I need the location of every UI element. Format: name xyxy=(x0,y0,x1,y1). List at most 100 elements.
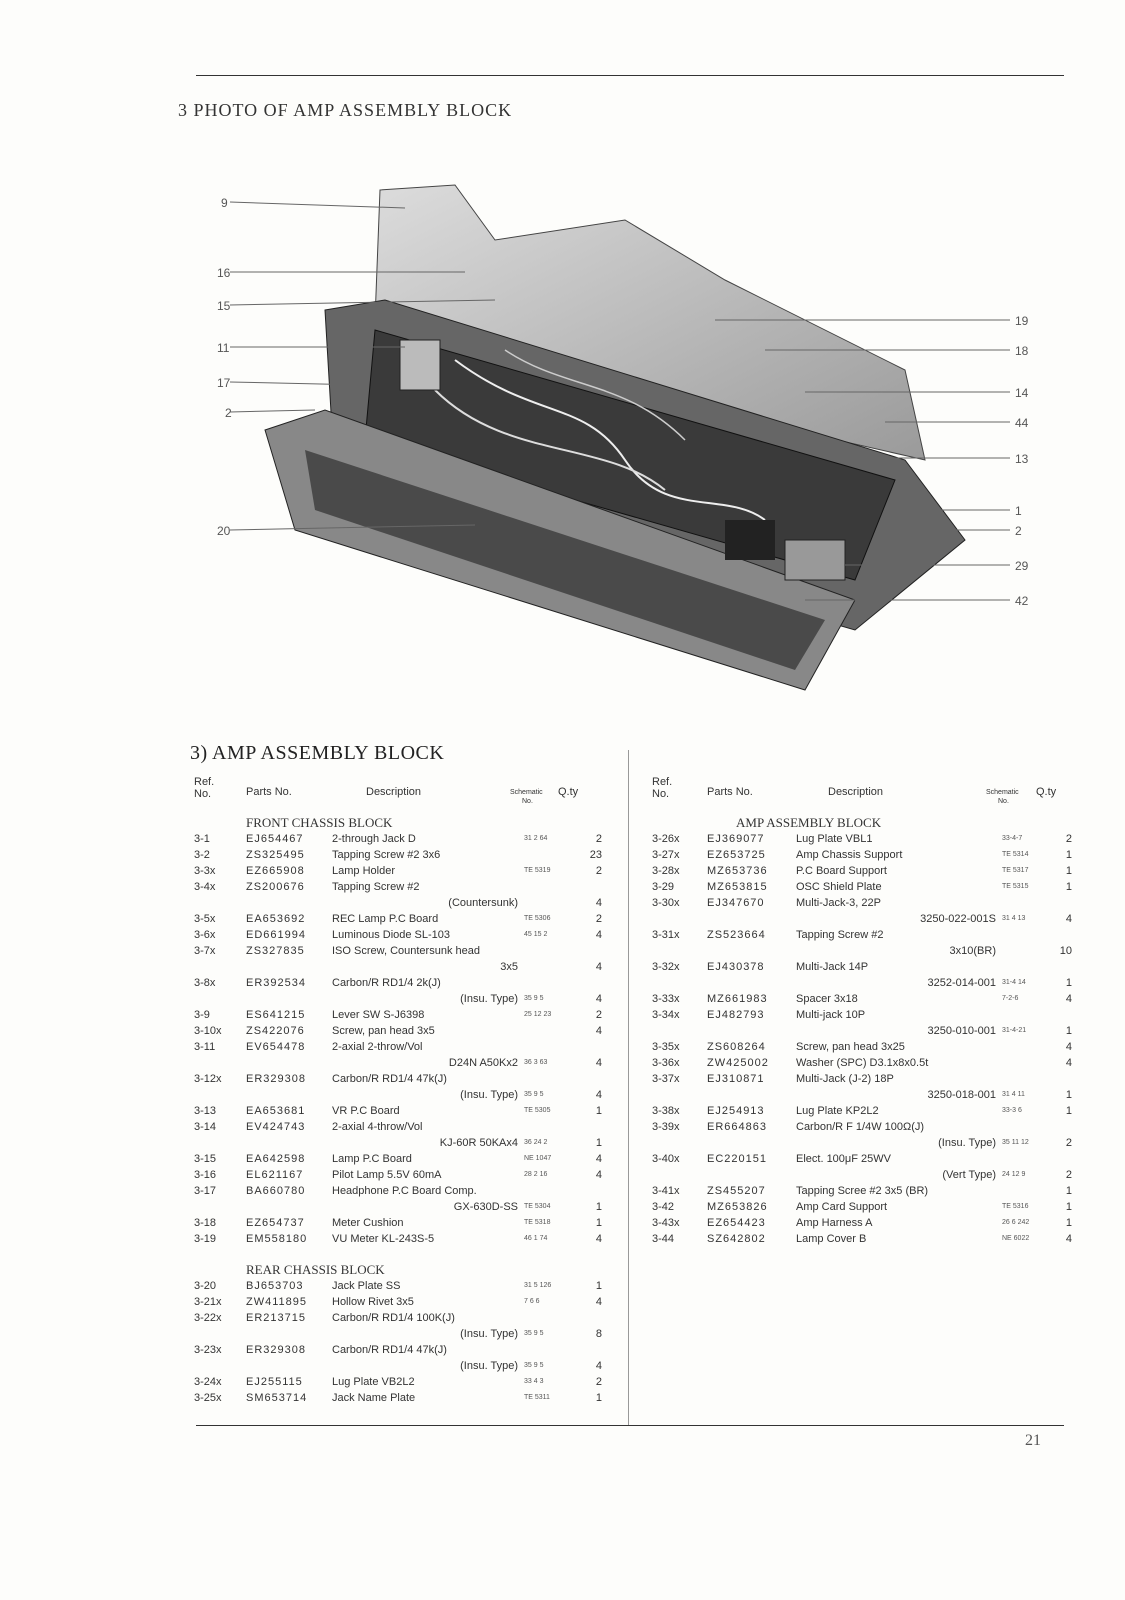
cell-schem: TE 5316 xyxy=(1002,1203,1029,1210)
cell-ref: 3-9 xyxy=(194,1009,210,1021)
cell-qty: 2 xyxy=(595,913,602,925)
cell-schem: 24 12 9 xyxy=(1002,1171,1026,1178)
cell-ref: 3-13 xyxy=(194,1105,217,1117)
cell-qty: 1 xyxy=(595,1217,602,1229)
cell-schem: 46 1 74 xyxy=(524,1235,548,1242)
cell-schem: TE 5315 xyxy=(1002,883,1029,890)
callout-16: 16 xyxy=(217,266,231,280)
cell-ref: 3-5x xyxy=(194,913,216,925)
cell-schem: 33-4-7 xyxy=(1002,835,1023,842)
cell-desc: Lamp Cover B xyxy=(796,1233,867,1245)
cell-part: MZ653736 xyxy=(707,865,768,877)
cell-qty: 1 xyxy=(595,1280,602,1292)
cell-ref: 3-16 xyxy=(194,1169,217,1181)
column-divider xyxy=(628,750,629,1425)
callout-2-right: 2 xyxy=(1015,524,1022,538)
cell-desc: Multi-jack 10P xyxy=(796,1009,866,1021)
cell-ref: 3-22x xyxy=(194,1312,222,1324)
callout-11: 11 xyxy=(217,341,230,355)
callout-29: 29 xyxy=(1015,559,1029,573)
cell-cont: (Vert Type) xyxy=(942,1169,996,1181)
cell-ref: 3-10x xyxy=(194,1025,222,1037)
cell-qty: 1 xyxy=(1065,849,1072,861)
cell-schem: TE 5305 xyxy=(524,1107,551,1114)
cell-cont: (Insu. Type) xyxy=(460,1328,518,1340)
cell-desc: Amp Card Support xyxy=(796,1201,888,1213)
header-no: No. xyxy=(652,788,670,800)
cell-schem: 7-2-6 xyxy=(1002,995,1019,1002)
amp-assembly-photo xyxy=(229,184,1010,691)
cell-part: EZ654737 xyxy=(246,1217,305,1229)
cell-desc: Pilot Lamp 5.5V 60mA xyxy=(332,1169,442,1181)
cell-desc: Tapping Screw #2 xyxy=(332,881,420,893)
cell-part: ED661994 xyxy=(246,929,306,941)
cell-schem: 28 2 16 xyxy=(524,1171,548,1178)
cell-desc: 2-through Jack D xyxy=(332,833,416,845)
cell-part: ES641215 xyxy=(246,1009,306,1021)
cell-desc: Lug Plate KP2L2 xyxy=(796,1105,879,1117)
cell-schem: 31 2 64 xyxy=(524,835,548,842)
cell-desc: Lamp P.C Board xyxy=(332,1153,412,1165)
cell-ref: 3-26x xyxy=(652,833,680,845)
parts-table-left: Ref. No. Parts No. Description Schematic… xyxy=(194,776,604,1406)
cell-schem: TE 5306 xyxy=(524,915,551,922)
cell-desc: REC Lamp P.C Board xyxy=(332,913,439,925)
cell-part: ZW411895 xyxy=(246,1296,307,1308)
cell-ref: 3-32x xyxy=(652,961,680,973)
cell-ref: 3-8x xyxy=(194,977,216,989)
header-ref: Ref. xyxy=(194,776,215,788)
cell-part: ER213715 xyxy=(246,1312,306,1324)
cell-part: EJ430378 xyxy=(707,961,765,973)
header-desc: Description xyxy=(828,786,884,798)
header-schematic-no: No. xyxy=(998,798,1009,805)
cell-ref: 3-39x xyxy=(652,1121,680,1133)
cell-qty: 4 xyxy=(595,1296,602,1308)
callout-13: 13 xyxy=(1015,452,1029,466)
cell-part: ZW425002 xyxy=(707,1057,769,1069)
cell-desc: Headphone P.C Board Comp. xyxy=(332,1185,477,1197)
cell-desc: Lug Plate VBL1 xyxy=(796,833,873,845)
cell-qty: 4 xyxy=(595,897,602,909)
cell-qty: 4 xyxy=(595,961,602,973)
header-desc: Description xyxy=(366,786,422,798)
cell-ref: 3-41x xyxy=(652,1185,680,1197)
cell-schem: 31 5 126 xyxy=(524,1282,552,1289)
cell-schem: TE 5317 xyxy=(1002,867,1029,874)
cell-desc: Hollow Rivet 3x5 xyxy=(332,1296,414,1308)
cell-ref: 3-44 xyxy=(652,1233,675,1245)
cell-schem: 35 11 12 xyxy=(1002,1139,1029,1146)
cell-schem: NE 1047 xyxy=(524,1155,552,1162)
cell-schem: TE 5304 xyxy=(524,1203,551,1210)
cell-qty: 2 xyxy=(595,833,602,845)
cell-schem: TE 5314 xyxy=(1002,851,1029,858)
cell-qty: 4 xyxy=(595,1169,602,1181)
header-schematic-no: No. xyxy=(522,798,533,805)
top-rule xyxy=(196,75,1064,76)
callout-9: 9 xyxy=(221,196,228,210)
cell-schem: 33 4 3 xyxy=(524,1378,544,1385)
cell-desc: Carbon/R RD1/4 47k(J) xyxy=(332,1344,447,1356)
cell-schem: 31 4 13 xyxy=(1002,915,1026,922)
cell-qty: 1 xyxy=(1065,1089,1072,1101)
cell-ref: 3-42 xyxy=(652,1201,675,1213)
cell-schem: TE 5311 xyxy=(524,1394,550,1401)
